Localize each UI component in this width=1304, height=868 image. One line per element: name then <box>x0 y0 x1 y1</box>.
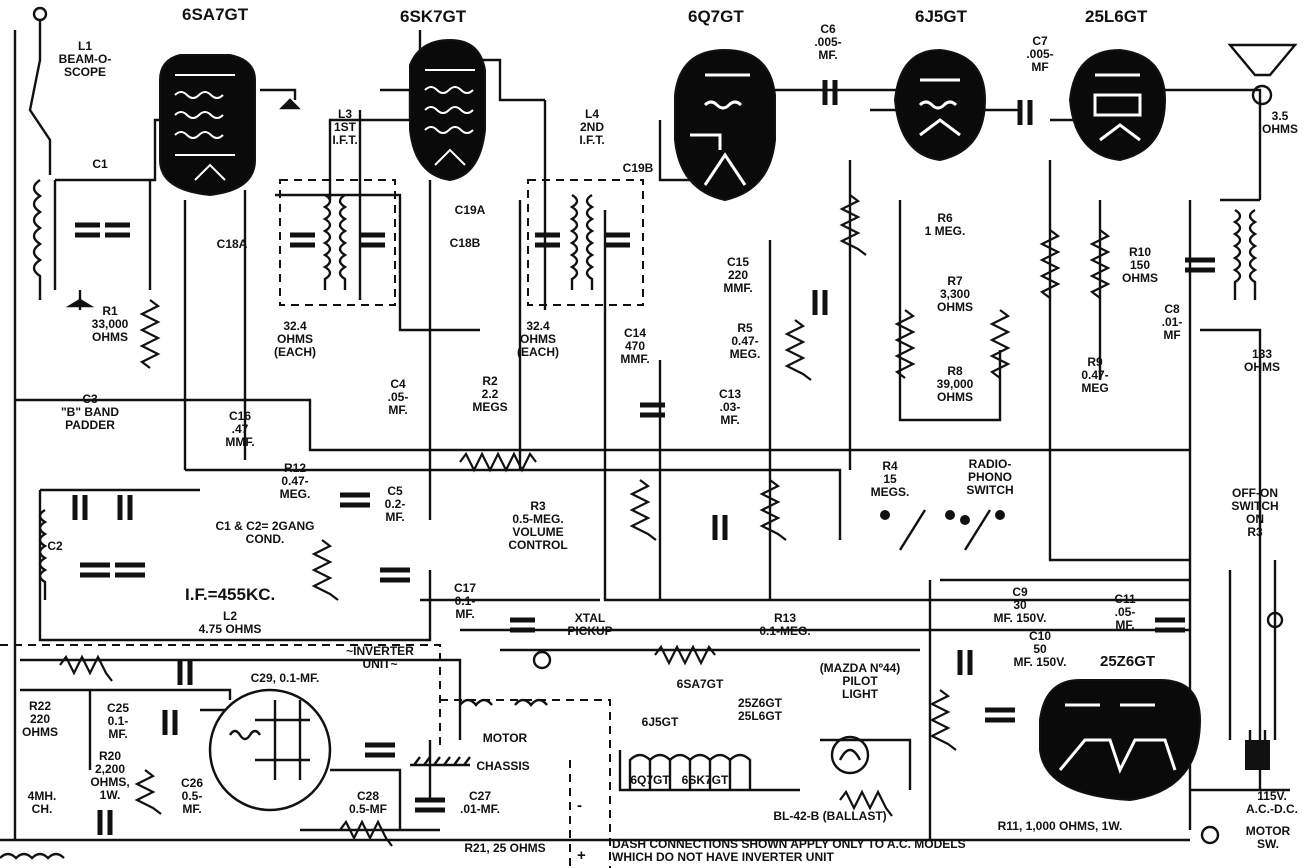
tube-label-6sa7gt: 6SA7GT <box>182 5 249 24</box>
tube-label-6q7gt: 6Q7GT <box>688 7 744 26</box>
svg-text:C4.05-MF.: C4.05-MF. <box>388 377 409 417</box>
tube-6J5GT <box>893 48 987 162</box>
svg-text:C13.03-MF.: C13.03-MF. <box>719 387 741 427</box>
svg-text:C29, 0.1-MF.: C29, 0.1-MF. <box>251 671 320 685</box>
svg-text:C8.01-MF: C8.01-MF <box>1162 302 1183 342</box>
svg-text:C6.005-MF.: C6.005-MF. <box>814 22 841 62</box>
svg-text:C27.01-MF.: C27.01-MF. <box>460 789 500 816</box>
tube-25L6GT <box>1068 48 1167 162</box>
svg-text:C18B: C18B <box>450 236 481 250</box>
capacitors <box>72 80 1215 835</box>
tube-label-6sk7gt: 6SK7GT <box>400 7 467 26</box>
svg-text:4MH.CH.: 4MH.CH. <box>28 789 57 816</box>
svg-text:C18A: C18A <box>217 237 248 251</box>
tube-labels: 6SA7GT 6SK7GT 6Q7GT 6J5GT 25L6GT <box>182 5 1148 26</box>
svg-text:L24.75 OHMS: L24.75 OHMS <box>199 609 262 636</box>
svg-text:C1: C1 <box>92 157 108 171</box>
svg-text:BL-42-B (BALLAST): BL-42-B (BALLAST) <box>773 809 886 823</box>
svg-text:C11.05-MF.: C11.05-MF. <box>1114 592 1136 632</box>
svg-text:R50.47-MEG.: R50.47-MEG. <box>730 321 761 361</box>
svg-text:C2: C2 <box>47 539 63 553</box>
svg-text:6SA7GT: 6SA7GT <box>677 677 724 691</box>
resistors <box>59 194 1111 847</box>
svg-text:115V.A.C.-D.C.: 115V.A.C.-D.C. <box>1246 789 1298 816</box>
tube-6Q7GT <box>674 48 776 202</box>
svg-text:25L6GT: 25L6GT <box>738 709 783 723</box>
tube-6SA7GT <box>159 54 256 197</box>
pilot-light-icon <box>830 735 870 775</box>
svg-text:DASH CONNECTIONS SHOWN APPLY O: DASH CONNECTIONS SHOWN APPLY ONLY TO A.C… <box>612 837 966 864</box>
switch-icons <box>532 509 1284 845</box>
svg-text:C19A: C19A <box>455 203 486 217</box>
svg-text:R11, 1,000 OHMS, 1W.: R11, 1,000 OHMS, 1W. <box>998 819 1123 833</box>
power-plug-icon <box>1245 730 1270 770</box>
svg-text:-: - <box>577 797 582 814</box>
svg-text:6J5GT: 6J5GT <box>642 715 679 729</box>
tube-25Z6GT <box>1039 679 1202 802</box>
svg-text:25Z6GT: 25Z6GT <box>1100 653 1155 670</box>
svg-text:6SK7GT: 6SK7GT <box>682 773 729 787</box>
svg-text:R61 MEG.: R61 MEG. <box>925 211 966 238</box>
svg-text:C7.005-MF: C7.005-MF <box>1026 34 1053 74</box>
svg-text:MOTOR: MOTOR <box>483 731 528 745</box>
tube-label-6j5gt: 6J5GT <box>915 7 968 26</box>
svg-text:I.F.=455KC.: I.F.=455KC. <box>185 585 275 604</box>
speaker-icon <box>1227 43 1298 106</box>
svg-text:R90.47-MEG: R90.47-MEG <box>1081 355 1108 395</box>
svg-text:R21, 25 OHMS: R21, 25 OHMS <box>464 841 545 855</box>
tube-6SK7GT <box>409 38 486 182</box>
svg-text:CHASSIS: CHASSIS <box>476 759 529 773</box>
tube-label-25l6gt: 25L6GT <box>1085 7 1148 26</box>
inverter-tube <box>208 688 332 812</box>
svg-text:+: + <box>577 847 586 864</box>
svg-text:C19B: C19B <box>623 161 654 175</box>
dashed-shields <box>0 179 644 868</box>
if-transformers <box>0 193 1258 860</box>
chassis-symbol <box>410 756 471 767</box>
svg-text:6Q7GT: 6Q7GT <box>630 773 670 787</box>
svg-text:25Z6GT: 25Z6GT <box>738 696 783 710</box>
svg-text:C50.2-MF.: C50.2-MF. <box>385 484 406 524</box>
